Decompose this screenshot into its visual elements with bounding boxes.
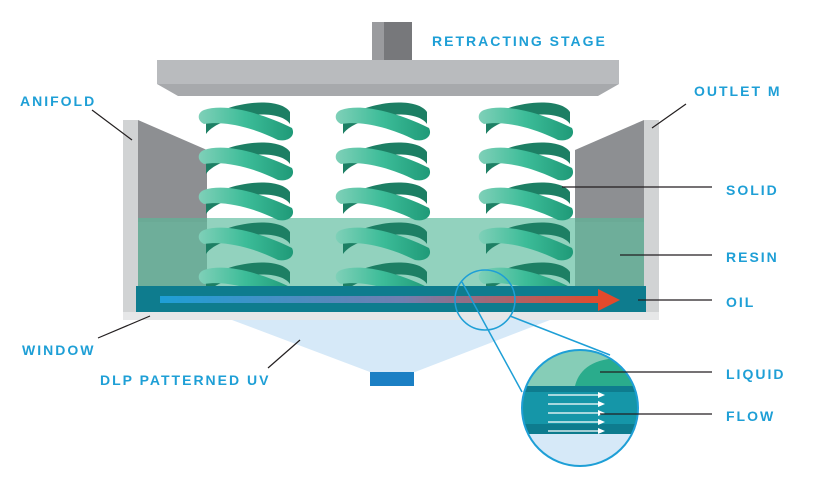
stage-rod-highlight [372,22,384,62]
flow-arrow-head [598,289,620,311]
outlet-wall [575,120,644,222]
leader-window [97,315,151,339]
label-manifold: ANIFOLD [20,93,97,109]
flow-line-head [598,392,605,398]
magnifier-circle-icon [521,349,639,467]
magnify-line-top [461,281,523,393]
label-solid: SOLID [726,182,779,198]
flow-line-head [598,410,605,416]
springs [198,102,574,301]
magnifier-content [522,350,638,466]
resin-dark-right [575,218,644,288]
flow-line-head [598,419,605,425]
label-liquid: LIQUID [726,366,786,382]
flow-line-head [598,401,605,407]
label-dlp: DLP PATTERNED UV [100,372,271,388]
resin-dark-left [138,218,207,288]
window-pane [123,312,659,320]
flow-line-head [598,428,605,434]
coil-spring-icon [478,102,574,301]
magnify-line-bottom [509,315,611,356]
manifold-edge [123,120,138,320]
coil-spring-icon [198,102,294,301]
label-flow: FLOW [726,408,776,424]
outlet-edge [644,120,659,320]
uv-light-cone [232,320,550,372]
label-resin: RESIN [726,249,779,265]
label-window: WINDOW [22,342,96,358]
label-outlet: OUTLET M [694,83,782,99]
uv-source [370,372,414,386]
stage-plate-top [157,60,619,84]
flow-lines [548,392,605,434]
coil-spring-icon [335,102,431,301]
leader-manifold [91,109,133,141]
label-retracting-stage: RETRACTING STAGE [432,33,607,49]
flow-arrow-shaft [160,296,600,303]
magnify-source-circle [454,269,516,331]
label-oil: OIL [726,294,756,310]
manifold-wall [138,120,207,222]
leader-dlp [267,339,301,369]
leader-outlet [651,103,687,129]
